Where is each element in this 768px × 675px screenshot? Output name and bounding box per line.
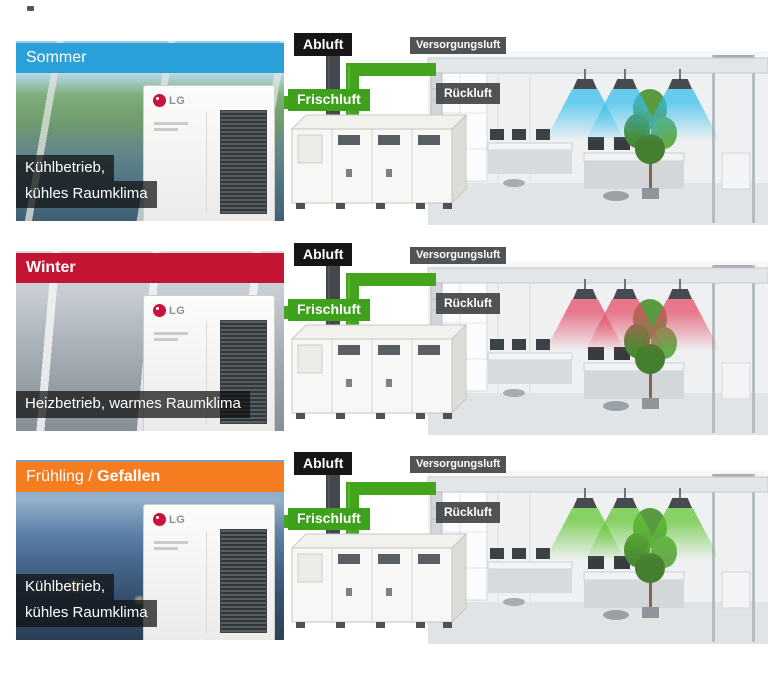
vent-stem — [679, 488, 681, 498]
lg-logo-icon — [153, 513, 166, 526]
rueckluft-label: Rückluft — [436, 502, 500, 523]
vent-fixture-icon — [573, 289, 597, 299]
airflow-cone — [640, 299, 720, 351]
season-row-winter: LG Winter Heizbetrieb, warmes Raumklima — [0, 243, 768, 448]
caption-line-2: kühles Raumklima — [16, 600, 157, 627]
vent-fixture-icon — [613, 79, 637, 89]
season-photo: LG Sommer Kühlbetrieb, kühles Raumklima — [16, 41, 284, 221]
season-row-sommer: LG Sommer Kühlbetrieb, kühles Raumklima — [0, 33, 768, 238]
lg-logo: LG — [153, 513, 185, 526]
vent-fixture-icon — [668, 79, 692, 89]
season-banner-bold-text: Gefallen — [97, 468, 161, 485]
ahu-unit — [290, 532, 468, 628]
rueckluft-label: Rückluft — [436, 83, 500, 104]
unit-model-text-bar — [154, 128, 178, 131]
season-row-fruehling: LG Frühling / Gefallen Kühlbetrieb, kühl… — [0, 452, 768, 657]
ceiling-vent — [640, 488, 720, 560]
rueckluft-label: Rückluft — [436, 293, 500, 314]
vent-stem — [584, 279, 586, 289]
photo-caption: Heizbetrieb, warmes Raumklima — [16, 391, 250, 418]
vent-fixture-icon — [613, 289, 637, 299]
airflow-cone — [640, 508, 720, 560]
season-banner-text: Sommer — [26, 49, 87, 66]
frischluft-label: Frischluft — [288, 299, 370, 321]
lg-logo-icon — [153, 304, 166, 317]
airflow-diagram: Abluft Frischluft Versorgungsluft Rücklu… — [284, 243, 768, 448]
vent-stem — [584, 488, 586, 498]
airflow-diagram: Abluft Frischluft Versorgungsluft Rücklu… — [284, 33, 768, 238]
season-photo: LG Winter Heizbetrieb, warmes Raumklima — [16, 251, 284, 431]
abluft-label: Abluft — [294, 452, 353, 475]
versorgungsluft-label: Versorgungsluft — [410, 456, 507, 473]
vent-fixture-icon — [573, 79, 597, 89]
unit-model-text-bar — [154, 122, 188, 125]
lg-logo: LG — [153, 94, 185, 107]
caption-line-1: Kühlbetrieb, — [16, 573, 115, 601]
airflow-diagram: Abluft Frischluft Versorgungsluft Rücklu… — [284, 452, 768, 657]
outdoor-unit: LG — [143, 85, 275, 221]
unit-panel-seam — [206, 322, 207, 424]
vent-fixture-icon — [613, 498, 637, 508]
season-banner-text: Frühling / — [26, 468, 98, 485]
season-banner: Frühling / Gefallen — [16, 462, 284, 492]
airflow-cone — [640, 89, 720, 141]
unit-model-text-bar — [154, 332, 188, 335]
vent-fixture-icon — [668, 498, 692, 508]
season-photo: LG Frühling / Gefallen Kühlbetrieb, kühl… — [16, 460, 284, 640]
photo-caption: Kühlbetrieb, kühles Raumklima — [16, 573, 157, 627]
vent-fixture-icon — [668, 289, 692, 299]
vent-stem — [679, 279, 681, 289]
unit-model-text-bar — [154, 547, 178, 550]
season-banner-bold-text: Winter — [26, 259, 76, 276]
unit-panel-seam — [206, 112, 207, 214]
vent-stem — [584, 69, 586, 79]
abluft-label: Abluft — [294, 33, 353, 56]
ceiling-vent — [640, 279, 720, 351]
unit-model-text-bar — [154, 541, 188, 544]
abluft-label: Abluft — [294, 243, 353, 266]
vent-fixture-icon — [573, 498, 597, 508]
frischluft-label: Frischluft — [288, 89, 370, 111]
frischluft-label: Frischluft — [288, 508, 370, 530]
season-banner: Sommer — [16, 43, 284, 73]
lg-logo-text: LG — [169, 304, 186, 317]
stray-mark — [27, 6, 34, 11]
ahu-unit — [290, 323, 468, 419]
lg-logo: LG — [153, 304, 185, 317]
unit-grille-icon — [220, 110, 267, 214]
unit-panel-seam — [206, 531, 207, 633]
ahu-unit — [290, 113, 468, 209]
caption-line-1: Kühlbetrieb, — [16, 154, 115, 182]
unit-model-text-bar — [154, 338, 178, 341]
ceiling-vent — [640, 69, 720, 141]
outdoor-unit: LG — [143, 504, 275, 640]
caption-line-2: kühles Raumklima — [16, 181, 157, 208]
vent-stem — [624, 488, 626, 498]
unit-grille-icon — [220, 529, 267, 633]
vent-stem — [624, 69, 626, 79]
season-banner: Winter — [16, 253, 284, 283]
caption-line-1: Heizbetrieb, warmes Raumklima — [16, 391, 250, 418]
lg-logo-text: LG — [169, 513, 186, 526]
lg-logo-text: LG — [169, 94, 186, 107]
versorgungsluft-label: Versorgungsluft — [410, 247, 507, 264]
vent-stem — [624, 279, 626, 289]
versorgungsluft-label: Versorgungsluft — [410, 37, 507, 54]
photo-caption: Kühlbetrieb, kühles Raumklima — [16, 154, 157, 208]
vent-stem — [679, 69, 681, 79]
lg-logo-icon — [153, 94, 166, 107]
